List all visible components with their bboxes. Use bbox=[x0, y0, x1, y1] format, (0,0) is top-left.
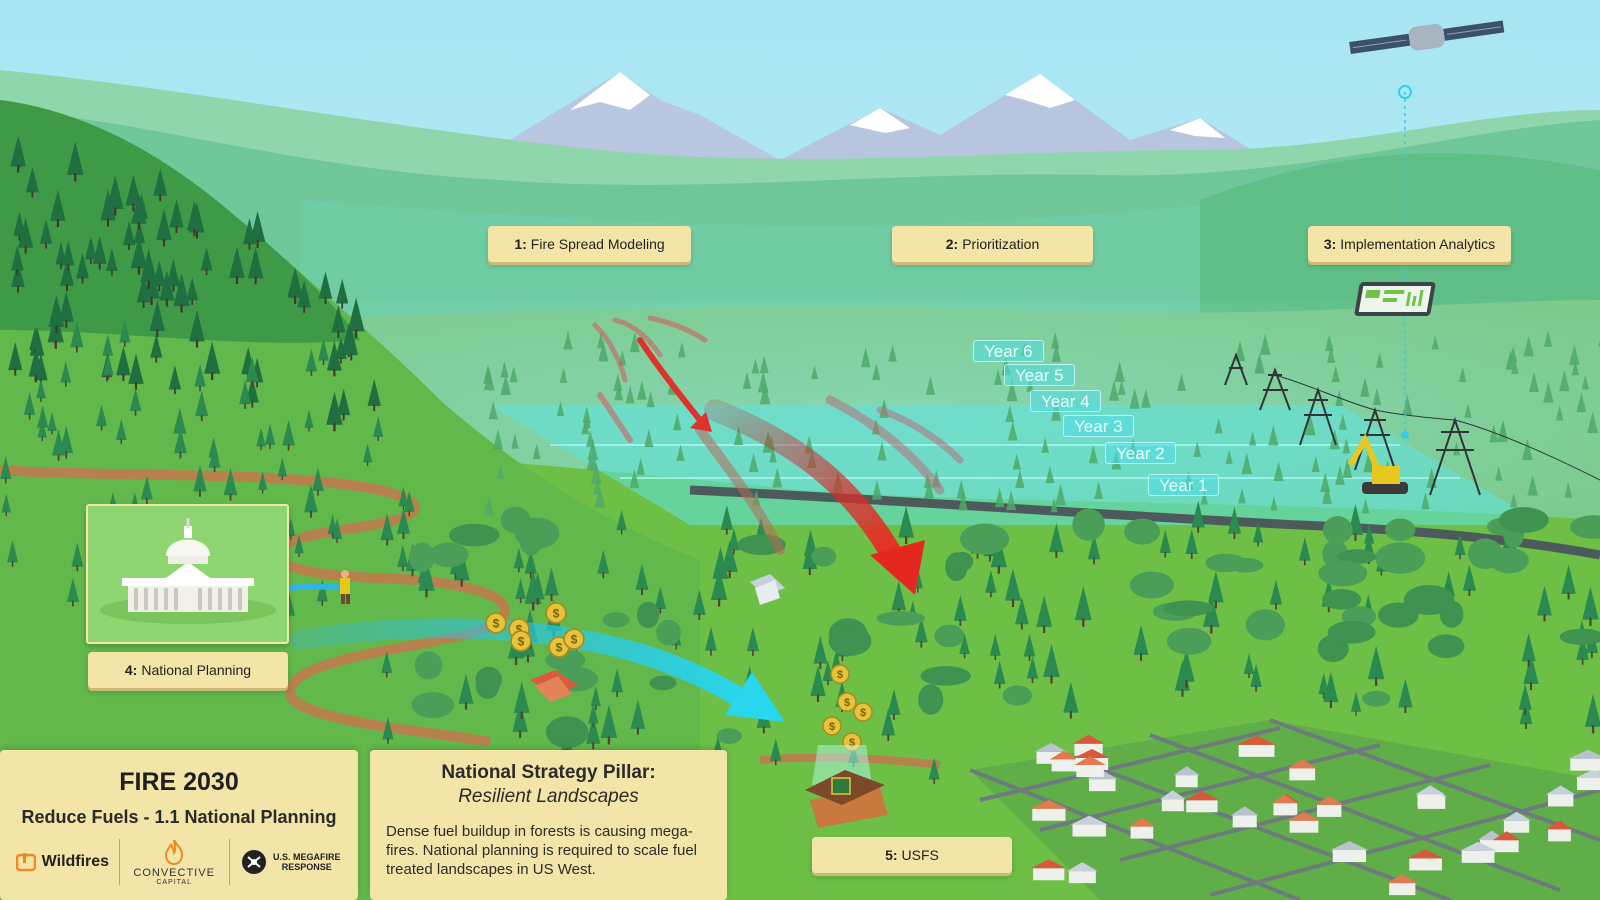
label-number: 1: bbox=[514, 236, 527, 252]
page-subtitle: Reduce Fuels - 1.1 National Planning bbox=[21, 807, 337, 827]
wildfires-icon bbox=[15, 853, 36, 872]
logo-divider bbox=[118, 839, 120, 885]
title-panel: FIRE 2030 Reduce Fuels - 1.1 National Pl… bbox=[0, 750, 358, 900]
convective-capital-logo: CONVECTIVE CAPITAL bbox=[128, 839, 221, 886]
wildfires-logo-text: Wildfires bbox=[41, 853, 110, 870]
year-4-label: Year 4 bbox=[1030, 390, 1101, 412]
megafire-logo-line1: U.S. MEGAFIRE bbox=[273, 852, 341, 862]
label-fire-spread-modeling: 1: Fire Spread Modeling bbox=[488, 226, 691, 262]
label-text: Fire Spread Modeling bbox=[530, 236, 665, 252]
year-1-label: Year 1 bbox=[1148, 474, 1219, 496]
label-usfs: 5: USFS bbox=[812, 837, 1012, 873]
label-number: 5: bbox=[885, 847, 898, 863]
convective-logo-text: CONVECTIVE bbox=[133, 866, 215, 879]
label-text: USFS bbox=[901, 847, 939, 863]
strategy-body: Dense fuel buildup in forests is causing… bbox=[386, 823, 698, 878]
year-3-label: Year 3 bbox=[1063, 415, 1134, 437]
capitol-image bbox=[86, 504, 289, 644]
label-number: 4: bbox=[124, 662, 138, 678]
label-number: 3: bbox=[1323, 236, 1337, 252]
wildfires-logo: Wildfires bbox=[14, 852, 111, 872]
label-text: Prioritization bbox=[962, 236, 1040, 252]
label-prioritization: 2: Prioritization bbox=[892, 226, 1093, 262]
strategy-heading: National Strategy Pillar: bbox=[441, 762, 656, 783]
megafire-response-logo: U.S. MEGAFIRE RESPONSE bbox=[238, 849, 344, 875]
label-number: 2: bbox=[945, 236, 959, 252]
megafire-logo-text: U.S. MEGAFIRE RESPONSE bbox=[273, 852, 341, 872]
year-6-label: Year 6 bbox=[973, 340, 1044, 362]
capitol-building-icon bbox=[100, 518, 276, 624]
megafire-seal-icon bbox=[242, 850, 267, 874]
convective-logo-subtext: CAPITAL bbox=[156, 878, 192, 886]
megafire-logo-line2: RESPONSE bbox=[281, 862, 332, 872]
page-title: FIRE 2030 bbox=[119, 768, 239, 796]
logo-row: Wildfires CONVECTIVE CAPITAL U.S. MEGAFI… bbox=[14, 836, 344, 888]
flame-icon bbox=[165, 839, 184, 865]
year-2-label: Year 2 bbox=[1105, 442, 1176, 464]
label-text: National Planning bbox=[141, 662, 252, 678]
strategy-panel: National Strategy Pillar: Resilient Land… bbox=[370, 750, 727, 900]
logo-divider bbox=[228, 839, 230, 885]
label-implementation-analytics: 3: Implementation Analytics bbox=[1308, 226, 1511, 262]
label-national-planning: 4: National Planning bbox=[88, 652, 288, 688]
year-5-label: Year 5 bbox=[1004, 364, 1075, 386]
label-text: Implementation Analytics bbox=[1340, 236, 1496, 252]
strategy-subheading: Resilient Landscapes bbox=[458, 786, 639, 807]
